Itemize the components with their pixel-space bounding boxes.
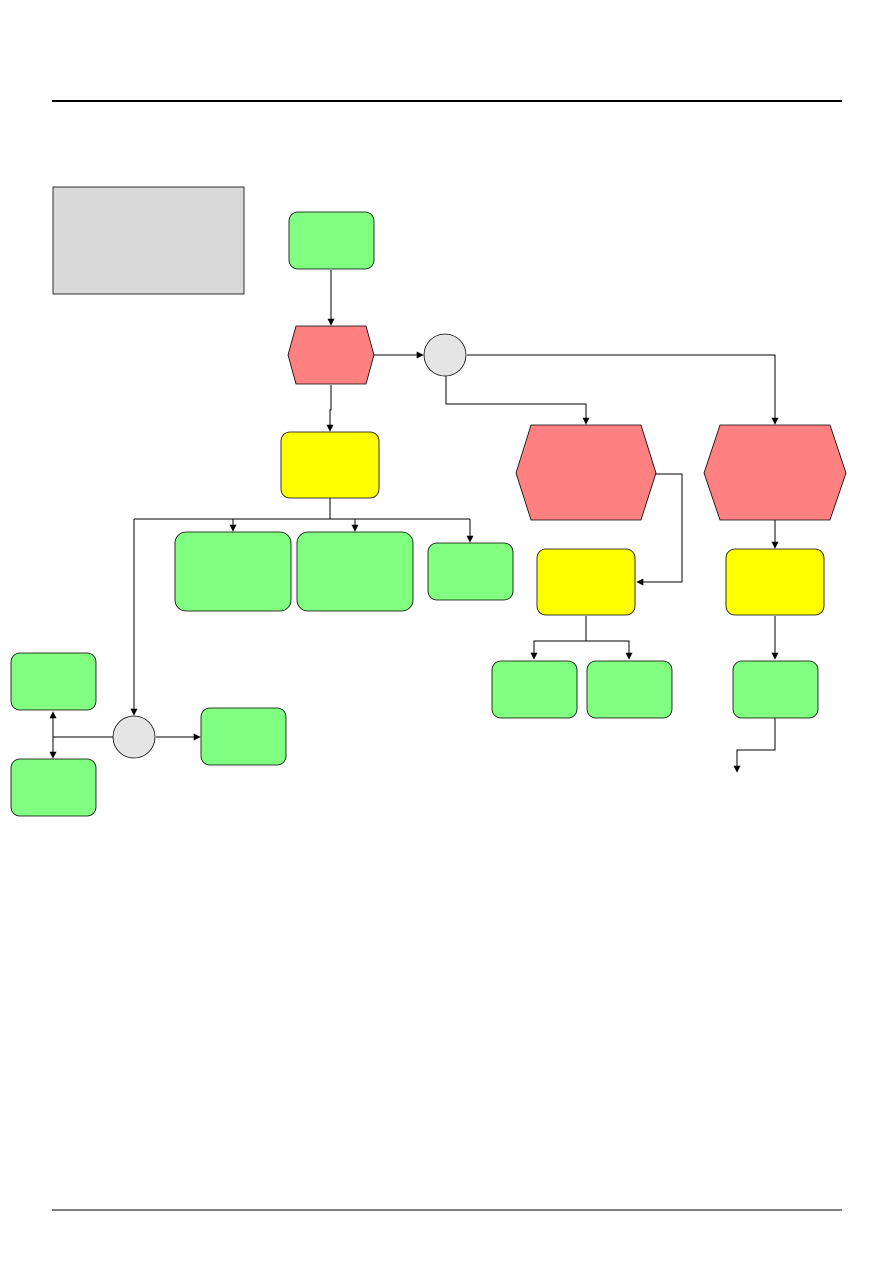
event-c xyxy=(427,542,514,601)
event-d xyxy=(491,660,578,719)
edge-process2-to-function2 xyxy=(636,473,683,586)
event-g xyxy=(10,652,97,711)
connector-2 xyxy=(112,715,156,759)
event-i xyxy=(200,707,287,766)
nodes xyxy=(10,186,847,817)
process-2-hexagon xyxy=(515,424,657,521)
event-e xyxy=(586,660,673,719)
edge-process1-to-function1 xyxy=(326,385,334,432)
edge-function2-to-event-e xyxy=(586,640,633,660)
function-1 xyxy=(280,431,380,499)
event-f xyxy=(732,660,819,719)
process-1-hexagon xyxy=(287,325,375,385)
event-a xyxy=(174,531,292,612)
edges xyxy=(49,270,779,773)
start-event xyxy=(288,211,375,270)
event-h xyxy=(10,758,97,817)
event-b xyxy=(296,531,414,612)
edge-event-f-offpage xyxy=(733,718,776,773)
function-3 xyxy=(725,548,825,616)
edge-connector1-to-process3 xyxy=(467,354,779,425)
edge-function2-trunk xyxy=(530,616,587,660)
process-3-hexagon xyxy=(703,424,847,521)
edge-connector1-to-process2 xyxy=(445,376,590,425)
legend-box xyxy=(52,186,245,295)
function-2 xyxy=(536,548,636,616)
connector-1 xyxy=(423,333,467,377)
